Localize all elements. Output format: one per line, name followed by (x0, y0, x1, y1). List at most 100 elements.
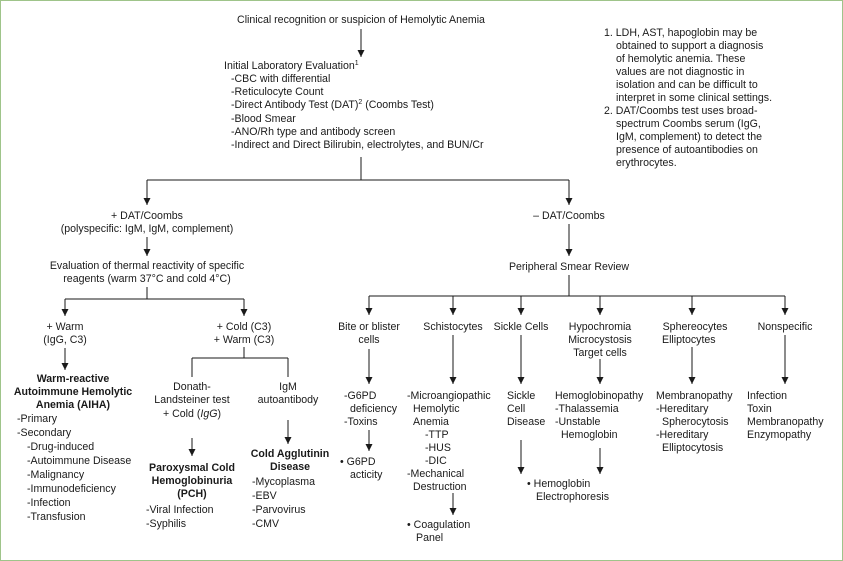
pch-item: -Viral Infection (146, 504, 214, 516)
schisto-head: Schistocytes (423, 321, 483, 333)
warm-node: + Warm (46, 321, 84, 333)
initial-eval-item: -CBC with differential (231, 73, 331, 85)
schisto-sub-item: -HUS (425, 442, 451, 454)
note-2-line: erythrocytes. (616, 157, 677, 169)
cold-node: + Cold (C3) (216, 321, 272, 333)
schisto-item: Destruction (413, 481, 467, 493)
hypo-item: Hemoglobinopathy (555, 390, 644, 402)
pos-dat-sub: (polyspecific: IgM, IgM, complement) (60, 223, 234, 235)
note-2-line: IgM, complement) to detect the (616, 131, 763, 143)
hypo-head-line2: Microcystosis (568, 334, 632, 346)
nonspec-item: Membranopathy (747, 416, 824, 428)
sphero-item: Membranopathy (656, 390, 733, 402)
thermal-node: Evaluation of thermal reactivity of spec… (49, 260, 245, 272)
note-1-line: obtained to support a diagnosis (616, 40, 764, 52)
donath-node-line2: Landsteiner test (154, 394, 230, 406)
bite-head-line2: cells (358, 334, 380, 346)
igm-node-line2: autoantibody (257, 394, 319, 406)
aiha-sub-item: -Infection (27, 497, 71, 509)
nonspec-item: Toxin (747, 403, 772, 415)
sphero-item: -Hereditary (656, 403, 709, 415)
bite-head: Bite or blister (338, 321, 400, 333)
thermal-node-line2: reagents (warm 37°C and cold 4°C) (63, 273, 231, 285)
initial-eval-item: -Blood Smear (231, 113, 296, 125)
cad-title: Cold Agglutinin (250, 448, 330, 460)
cad-item: -Parvovirus (252, 504, 306, 516)
bite-item: deficiency (350, 403, 398, 415)
schisto-sub-item: -DIC (425, 455, 447, 467)
note-1-line: isolation and can be difficult to (616, 79, 758, 91)
schisto-test: • Coagulation (407, 519, 471, 531)
pch-title: (PCH) (177, 488, 207, 500)
note-2-line: presence of autoantibodies on (616, 144, 758, 156)
bite-item: -G6PD (344, 390, 377, 402)
pch-title: Paroxysmal Cold (149, 462, 235, 474)
note-1-line: interpret in some clinical settings. (616, 92, 773, 104)
hypo-item: -Unstable (555, 416, 601, 428)
donath-node: Donath- (173, 381, 211, 393)
cad-item: -Mycoplasma (252, 476, 315, 488)
sickle-test-line2: Electrophoresis (536, 491, 610, 503)
sphero-item: -Hereditary (656, 429, 709, 441)
schisto-test-line2: Panel (416, 532, 444, 544)
nonspec-item: Infection (747, 390, 788, 402)
note-1-line: values are not diagnostic in (616, 66, 745, 78)
hypo-item: Hemoglobin (561, 429, 618, 441)
pch-title: Hemoglobinuria (151, 475, 233, 487)
nonspec-item: Enzymopathy (747, 429, 812, 441)
warm-node-line2: (IgG, C3) (43, 334, 87, 346)
schisto-item: -Mechanical (407, 468, 465, 480)
sickle-item: Disease (507, 416, 546, 428)
root-node: Clinical recognition or suspicion of Hem… (237, 14, 485, 26)
sickle-item: Cell (507, 403, 526, 415)
nonspec-head: Nonspecific (757, 321, 813, 333)
initial-eval-dat-item: -Direct Antibody Test (DAT)2 (Coombs Tes… (231, 99, 434, 111)
smear-node: Peripheral Smear Review (508, 261, 630, 273)
sickle-item: Sickle (507, 390, 536, 402)
donath-cold: + Cold (IgG) (163, 408, 221, 420)
aiha-item: -Secondary (17, 427, 72, 439)
cad-item: -CMV (252, 518, 280, 530)
bite-test-line2: acticity (350, 469, 383, 481)
pch-item: -Syphilis (146, 518, 187, 530)
hypo-head-line3: Target cells (573, 347, 627, 359)
initial-eval-item: -Indirect and Direct Bilirubin, electrol… (231, 139, 484, 151)
schisto-item: -Microangiopathic (407, 390, 491, 402)
schisto-sub-item: -TTP (425, 429, 449, 441)
hypo-head: Hypochromia (568, 321, 632, 333)
note-2-line: spectrum Coombs serum (IgG, (616, 118, 761, 130)
aiha-sub-item: -Drug-induced (27, 441, 95, 453)
initial-eval-item: -Reticulocyte Count (231, 86, 324, 98)
pos-dat-node: + DAT/Coombs (111, 210, 183, 222)
bite-test: • G6PD (340, 456, 376, 468)
cold-node-line2: + Warm (C3) (213, 334, 275, 346)
note-1-line: 1. LDH, AST, hapoglobin may be (604, 27, 758, 39)
schisto-item: Anemia (413, 416, 449, 428)
initial-eval-title: Initial Laboratory Evaluation1 (224, 60, 359, 72)
aiha-title: Warm-reactive (36, 373, 110, 385)
aiha-sub-item: -Malignancy (27, 469, 85, 481)
note-1-line: of hemolytic anemia. These (616, 53, 746, 65)
neg-dat-node: – DAT/Coombs (533, 210, 605, 222)
igm-node: IgM (279, 381, 297, 393)
sickle-head: Sickle Cells (493, 321, 549, 333)
aiha-title: Anemia (AIHA) (35, 399, 111, 411)
aiha-sub-item: -Immunodeficiency (27, 483, 116, 495)
initial-eval-item: -ANO/Rh type and antibody screen (231, 126, 396, 138)
sphero-head: Sphereocytes (662, 321, 728, 333)
sphero-item: Elliptocytosis (662, 442, 724, 454)
aiha-item: -Primary (17, 413, 58, 425)
sickle-test: • Hemoglobin (527, 478, 591, 490)
schisto-item: Hemolytic (413, 403, 460, 415)
aiha-title: Autoimmune Hemolytic (13, 386, 133, 398)
aiha-sub-item: -Autoimmune Disease (27, 455, 132, 467)
note-2-line: 2. DAT/Coombs test uses broad- (604, 105, 758, 117)
bite-item: -Toxins (344, 416, 378, 428)
sphero-head-line2: Elliptocytes (662, 334, 716, 346)
hypo-item: -Thalassemia (555, 403, 619, 415)
cad-title: Disease (269, 461, 311, 473)
aiha-sub-item: -Transfusion (27, 511, 86, 523)
cad-item: -EBV (252, 490, 277, 502)
sphero-item: Spherocytosis (662, 416, 729, 428)
